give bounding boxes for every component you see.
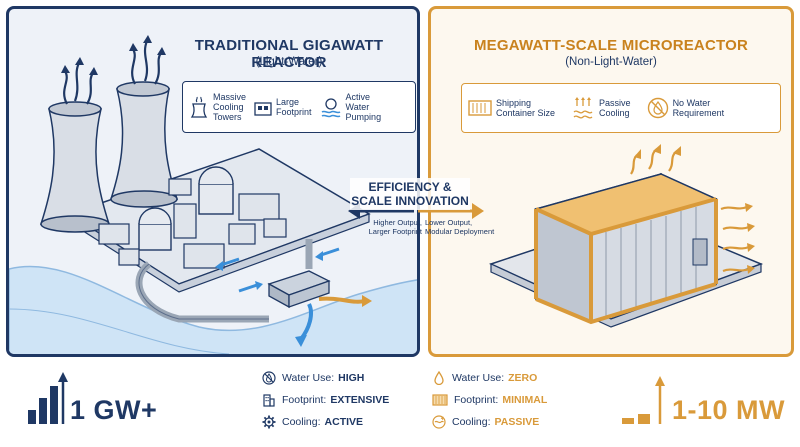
spec-footprint-minimal: Footprint: MINIMAL (432, 392, 547, 408)
microreactor-illustration (488, 144, 764, 328)
containment-dome (198, 166, 234, 215)
plant-buildings (98, 178, 287, 269)
cooling-tower (109, 81, 179, 208)
spec-footprint-extensive: Footprint: EXTENSIVE (262, 392, 389, 408)
spec-cooling-active: Cooling: ACTIVE (262, 414, 363, 430)
container-frame (534, 197, 718, 325)
comparison-arrow (348, 203, 484, 219)
building-icon (263, 394, 275, 407)
steam-arrows (63, 40, 162, 105)
gigawatt-plant-illustration (9, 35, 417, 354)
spec-cooling-passive: Cooling: PASSIVE (432, 414, 539, 430)
arrow-right-head (472, 203, 484, 219)
microreactor-features-box: Shipping Container Size Passive Cooling … (461, 83, 781, 133)
microreactor-panel: MEGAWATT-SCALE MICROREACTOR (Non-Light-W… (428, 6, 794, 357)
microreactor-subtitle: (Non-Light-Water) (565, 56, 657, 68)
traditional-reactor-title: TRADITIONAL GIGAWATT REACTOR (194, 37, 384, 71)
no-water-icon (262, 371, 276, 385)
efficiency-scale-headline: EFFICIENCY & SCALE INNOVATION (350, 178, 470, 210)
containment-dome (138, 207, 172, 251)
gigawatt-output-label: 1 GW+ (70, 395, 158, 425)
feature-cooling-towers: Massive Cooling Towers (189, 92, 246, 122)
traditional-reactor-subtitle: (Light-Water) (255, 56, 323, 68)
pump-house (267, 270, 331, 309)
passive-cooling-icon (432, 415, 446, 429)
microreactor-title: MEGAWATT-SCALE MICROREACTOR (473, 37, 748, 54)
footprint-icon (254, 102, 272, 116)
lower-output-note: Lower Output, Modular Deployment (425, 218, 495, 236)
high-output-bars-icon (28, 372, 68, 424)
feature-passive-cooling: Passive Cooling (571, 96, 631, 120)
spec-water-use-high: Water Use: HIGH (262, 370, 364, 386)
water-flow-arrows (215, 247, 372, 347)
low-output-bars-icon (622, 376, 665, 424)
cooling-tower (39, 101, 111, 233)
shipping-container-icon (468, 100, 492, 116)
feature-active-water-pumping: Active Water Pumping (320, 92, 381, 122)
no-water-icon (647, 97, 668, 119)
cooling-tower-icon (190, 96, 208, 118)
higher-output-note: Higher Output, Larger Footprint (368, 218, 422, 236)
footprint-icon (432, 394, 448, 406)
spec-water-use-zero: Water Use: ZERO (432, 370, 537, 386)
feature-no-water-requirement: No Water Requirement (647, 97, 724, 119)
river (9, 265, 417, 354)
shipping-container (533, 172, 719, 324)
feature-shipping-container-size: Shipping Container Size (468, 98, 555, 118)
megawatt-output-label: 1-10 MW (672, 395, 786, 425)
traditional-features-box: Massive Cooling Towers Large Footprint (182, 81, 416, 133)
water-pump-icon (321, 98, 340, 118)
feature-large-footprint: Large Footprint (254, 97, 312, 117)
passive-heat-icon (573, 97, 593, 119)
water-drop-icon (434, 371, 444, 385)
gear-icon (262, 415, 276, 429)
container-door (692, 238, 708, 266)
